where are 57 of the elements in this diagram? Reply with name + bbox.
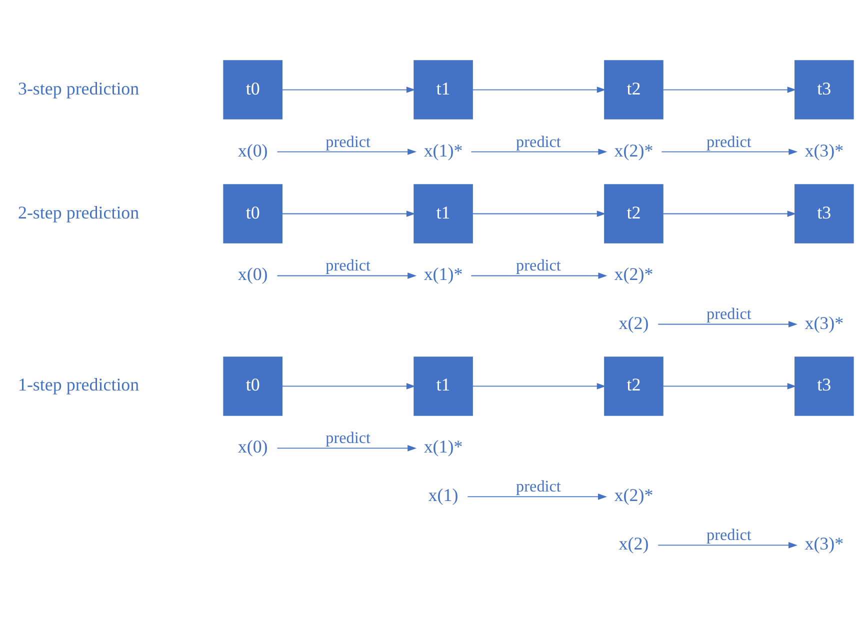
- arrow: [661, 148, 798, 155]
- arrow: [470, 148, 608, 155]
- node-box: t0: [223, 184, 282, 244]
- node-text: x(0): [238, 264, 268, 284]
- arrow: [470, 272, 608, 279]
- node-box: t0: [223, 60, 282, 120]
- arrow: [472, 86, 606, 93]
- node-box: t3: [794, 184, 854, 244]
- node-box: t1: [414, 356, 473, 416]
- label: 1-step prediction: [18, 374, 140, 395]
- node-text: x(1)*: [424, 264, 463, 284]
- arrow: [467, 494, 608, 500]
- node-text: x(2): [618, 312, 649, 333]
- node-text: x(1): [428, 485, 458, 506]
- arrow: [658, 321, 798, 328]
- node-text: x(3)*: [804, 534, 844, 554]
- node-box: t2: [604, 60, 664, 120]
- arrow: [282, 383, 416, 390]
- node-box: t1: [414, 60, 473, 120]
- node-text: x(2)*: [614, 140, 654, 160]
- arrow: [282, 210, 416, 217]
- edge-label: predict: [706, 134, 752, 151]
- arrow: [658, 542, 798, 548]
- node-box: t2: [604, 356, 664, 416]
- arrow: [472, 210, 606, 217]
- node-box: t2: [604, 184, 664, 244]
- label: 2-step prediction: [18, 202, 140, 222]
- node-text: x(1)*: [424, 436, 463, 457]
- node-text: x(2)*: [614, 485, 654, 506]
- node-text: x(2)*: [614, 264, 654, 284]
- node-text: x(0): [238, 140, 268, 160]
- arrow: [472, 383, 606, 390]
- label: 3-step prediction: [18, 78, 140, 98]
- edge-label: predict: [516, 258, 561, 275]
- arrow: [276, 272, 417, 279]
- edge-label: predict: [326, 134, 370, 151]
- edge-label: predict: [516, 478, 561, 496]
- edge-label: predict: [706, 306, 752, 324]
- node-text: x(0): [238, 436, 268, 457]
- node-text: x(2): [618, 534, 649, 554]
- edge-label: predict: [516, 134, 561, 151]
- node-box: t3: [794, 356, 854, 416]
- arrow: [282, 86, 416, 93]
- arrow: [662, 86, 796, 93]
- node-text: x(3)*: [804, 312, 844, 333]
- node-box: t3: [794, 60, 854, 120]
- edge-label: predict: [706, 527, 752, 544]
- arrow: [662, 210, 796, 217]
- node-text: x(1)*: [424, 140, 463, 160]
- arrow: [276, 445, 417, 452]
- node-box: t0: [223, 356, 282, 416]
- node-box: t1: [414, 184, 473, 244]
- arrow: [662, 383, 796, 390]
- arrow: [276, 148, 417, 155]
- edge-label: predict: [326, 430, 370, 448]
- node-text: x(3)*: [804, 140, 844, 160]
- edge-label: predict: [326, 258, 370, 275]
